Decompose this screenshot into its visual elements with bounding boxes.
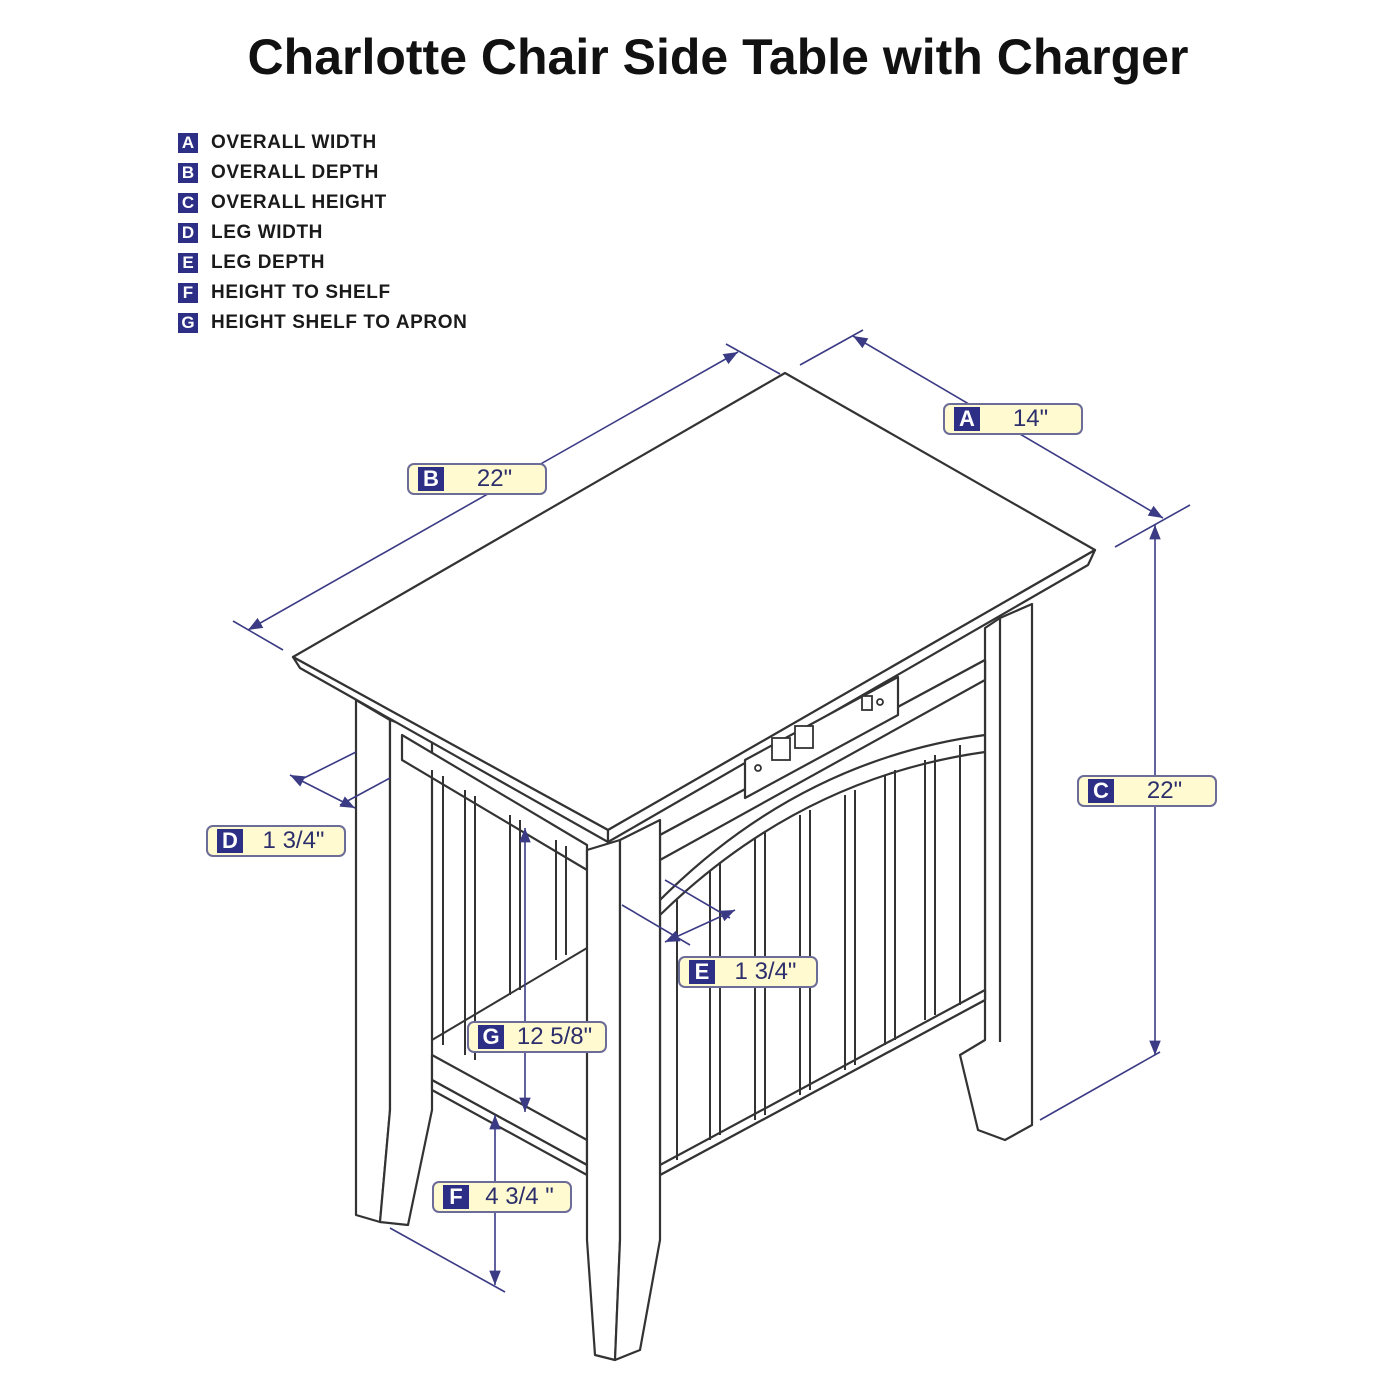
dim-key: F [443, 1185, 469, 1209]
dim-key: B [418, 467, 444, 491]
charger-outlets [754, 695, 884, 772]
legend-item: G HEIGHT SHELF TO APRON [178, 308, 467, 338]
dim-key: A [954, 407, 980, 431]
legend-key: D [178, 223, 198, 243]
back-right-leg [958, 602, 1034, 1142]
legend-label: LEG DEPTH [211, 252, 326, 273]
dim-value: 1 3/4" [262, 827, 325, 854]
legend-item: B OVERALL DEPTH [178, 158, 467, 188]
legend-label: HEIGHT TO SHELF [211, 282, 391, 303]
dimension-label-d: D 1 3/4" [206, 825, 346, 857]
dim-key: C [1088, 779, 1114, 803]
dimension-label-b: B 22" [407, 463, 547, 495]
dim-value: 1 3/4" [734, 958, 797, 985]
charger-plate [743, 675, 900, 800]
dim-key: D [217, 829, 243, 853]
outlet-icon [771, 737, 791, 761]
dimension-label-c: C 22" [1077, 775, 1217, 807]
legend-key: E [178, 253, 198, 273]
outlet-icon [794, 725, 814, 749]
legend-item: D LEG WIDTH [178, 218, 467, 248]
legend-label: OVERALL HEIGHT [211, 192, 387, 213]
dimension-label-g: G 12 5/8" [467, 1021, 607, 1053]
legend-key: F [178, 283, 198, 303]
dim-value: 4 3/4 " [485, 1183, 554, 1210]
dimension-label-f: F 4 3/4 " [432, 1181, 572, 1213]
usb-port-icon [861, 695, 873, 711]
dim-value: 12 5/8" [516, 1023, 593, 1050]
tabletop-edge-right [606, 548, 1097, 844]
dimension-label-a: A 14" [943, 403, 1083, 435]
dim-key: E [689, 960, 715, 984]
dim-value: 14" [1012, 405, 1049, 432]
front-leg [585, 838, 622, 1362]
legend-item: A OVERALL WIDTH [178, 128, 467, 158]
table-outline [291, 371, 1097, 1362]
back-left-leg [354, 698, 392, 1224]
legend: A OVERALL WIDTH B OVERALL DEPTH C OVERALL H… [178, 128, 467, 338]
page-title: Charlotte Chair Side Table with Charger [247, 29, 1189, 85]
side-shelf-rail [430, 1053, 589, 1167]
legend-key: A [178, 133, 198, 153]
dim-value: 22" [476, 465, 513, 492]
legend-label: OVERALL WIDTH [211, 132, 377, 153]
legend-item: F HEIGHT TO SHELF [178, 278, 467, 308]
legend-label: HEIGHT SHELF TO APRON [211, 312, 468, 333]
dimension-label-e: E 1 3/4" [678, 956, 818, 988]
front-leg-side [613, 818, 662, 1362]
legend-key: C [178, 193, 198, 213]
dim-key: G [478, 1025, 504, 1049]
legend-label: OVERALL DEPTH [211, 162, 379, 183]
legend-key: B [178, 163, 198, 183]
legend-item: C OVERALL HEIGHT [178, 188, 467, 218]
dim-value: 22" [1146, 777, 1183, 804]
legend-label: LEG WIDTH [211, 222, 323, 243]
legend-key: G [178, 313, 198, 333]
legend-item: E LEG DEPTH [178, 248, 467, 278]
